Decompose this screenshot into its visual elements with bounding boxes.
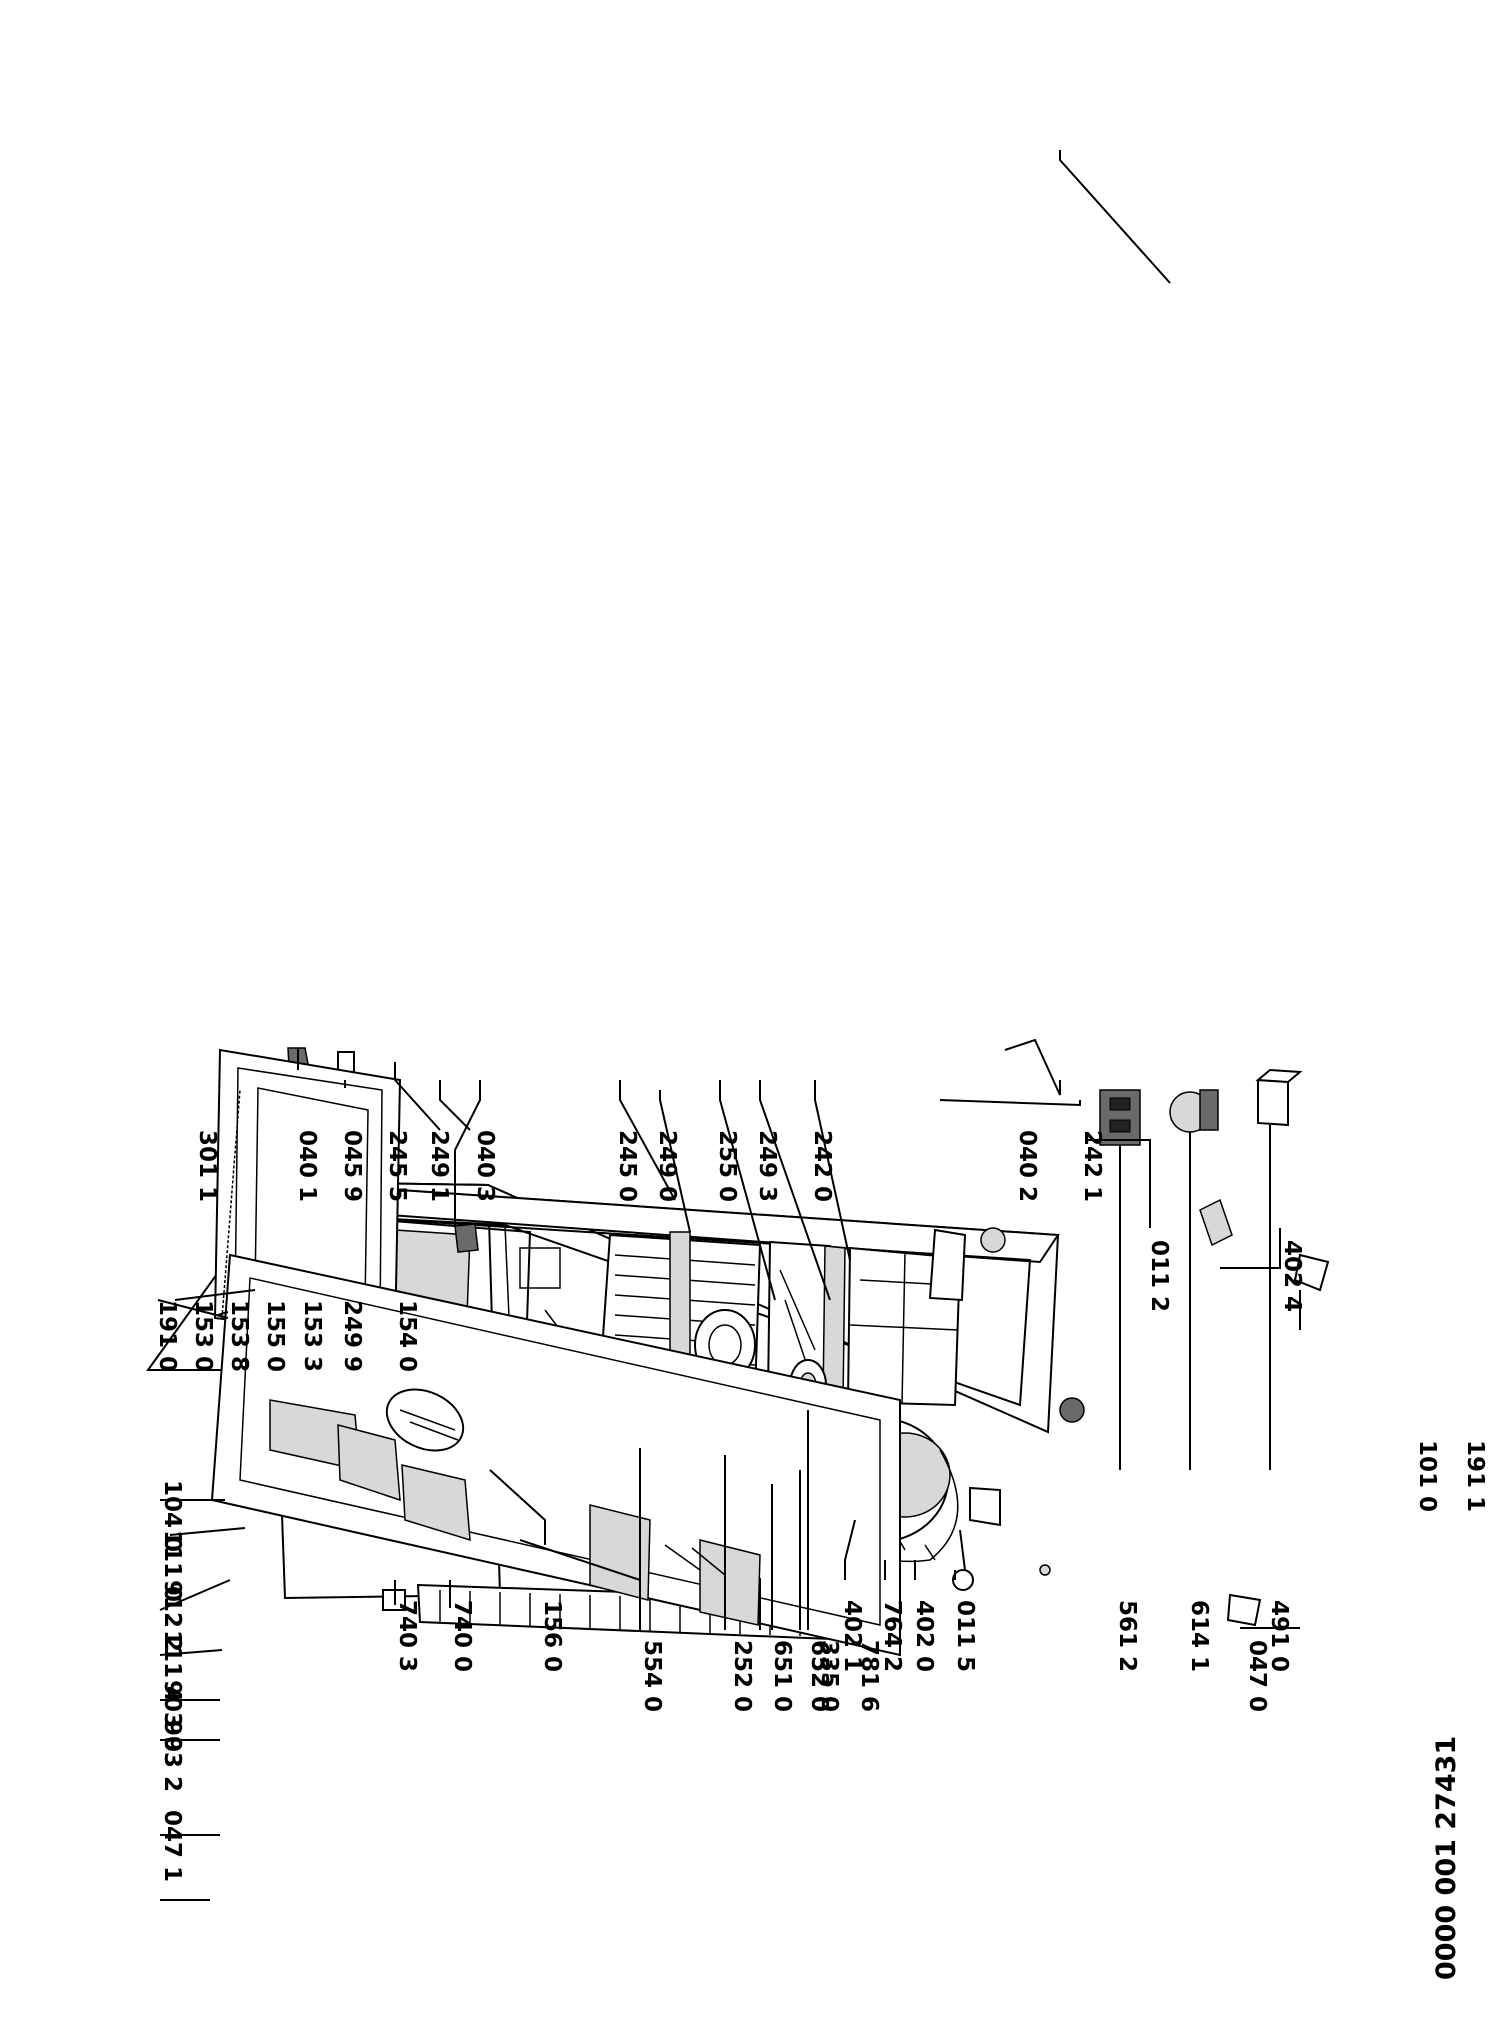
label-249-1: 249 1: [426, 1130, 452, 1202]
label-652-0: 652 0: [806, 1640, 832, 1712]
label-402-0: 402 0: [911, 1600, 937, 1672]
label-740-0: 740 0: [449, 1600, 475, 1672]
label-155-0: 155 0: [262, 1300, 288, 1372]
label-252-0: 252 0: [729, 1640, 755, 1712]
label-903-0: 903 0: [159, 1680, 185, 1752]
label-740-3: 740 3: [394, 1600, 420, 1672]
label-249-3: 249 3: [754, 1130, 780, 1202]
label-101-0: 101 0: [1414, 1440, 1440, 1512]
label-191-1: 191 1: [1462, 1440, 1488, 1512]
label-912-2: 912 2: [159, 1580, 185, 1652]
component-labels: 651 0 652 0 781 6 554 0 252 0 335 0: [639, 1640, 882, 1712]
bottom-hinge: [928, 1228, 967, 1302]
cabinet-labels: 301 1 040 1 045 9 245 5 249 1 040 3 245 …: [194, 1130, 1305, 1672]
label-154-0: 154 0: [394, 1300, 420, 1372]
label-249-0: 249 0: [654, 1130, 680, 1202]
label-491-0: 491 0: [1266, 1600, 1292, 1672]
label-191-0: 191 0: [154, 1300, 180, 1372]
label-993-2: 993 2: [159, 1720, 185, 1792]
thermostat-knob: [454, 1223, 479, 1253]
label-153-0: 153 0: [190, 1300, 216, 1372]
label-402-4: 402 4: [1279, 1240, 1305, 1312]
adjustable-foot: [1059, 1397, 1085, 1423]
label-047-0: 047 0: [1244, 1640, 1270, 1712]
label-335-0: 335 0: [816, 1640, 842, 1712]
label-040-1: 040 1: [294, 1130, 320, 1202]
label-011-2: 011 2: [1146, 1240, 1172, 1312]
hinge-foot: [980, 1227, 1006, 1253]
label-153-8: 153 8: [226, 1300, 252, 1372]
label-561-2: 561 2: [1114, 1600, 1140, 1672]
label-242-1: 242 1: [1079, 1130, 1105, 1202]
fridge-door: [210, 1253, 901, 1657]
doors-drawing: [210, 1048, 1330, 1657]
label-245-5: 245 5: [384, 1130, 410, 1202]
label-255-0: 255 0: [714, 1130, 740, 1202]
label-764-2: 764 2: [879, 1600, 905, 1672]
document-number: 0000 001 27431: [1431, 1736, 1462, 1980]
label-111-0: 111 0: [159, 1530, 185, 1602]
label-614-1: 614 1: [1186, 1600, 1212, 1672]
label-651-0: 651 0: [769, 1640, 795, 1712]
overload-614-1: [1169, 1089, 1219, 1133]
label-301-1: 301 1: [194, 1130, 220, 1202]
label-111-4: 111 4: [159, 1630, 185, 1702]
label-242-0: 242 0: [809, 1130, 835, 1202]
label-245-0: 245 0: [614, 1130, 640, 1202]
label-554-0: 554 0: [639, 1640, 665, 1712]
label-402-1: 402 1: [839, 1600, 865, 1672]
label-153-3: 153 3: [299, 1300, 325, 1372]
door-labels: 191 1 101 0 191 0 153 0 153 8 155 0 153 …: [154, 1300, 1488, 1882]
label-047-1: 047 1: [159, 1810, 185, 1882]
relay-561-2: [1099, 1089, 1141, 1146]
door-hinge-cap-top: [1226, 1593, 1262, 1627]
label-040-3: 040 3: [472, 1130, 498, 1202]
label-045-9: 045 9: [339, 1130, 365, 1202]
label-781-6: 781 6: [856, 1640, 882, 1712]
compressor-bracket: [1199, 1198, 1233, 1247]
label-011-5: 011 5: [952, 1600, 978, 1672]
label-249-9: 249 9: [339, 1300, 365, 1372]
door-small-parts: [924, 1486, 1051, 1576]
cover-491-0: [1255, 1068, 1303, 1127]
label-104-0: 104 0: [159, 1480, 185, 1552]
label-040-2: 040 2: [1014, 1130, 1040, 1202]
door-hinge-cap-bottom: [1293, 1253, 1330, 1292]
label-156-0: 156 0: [539, 1600, 565, 1672]
leader-lines: [157, 150, 1301, 1901]
